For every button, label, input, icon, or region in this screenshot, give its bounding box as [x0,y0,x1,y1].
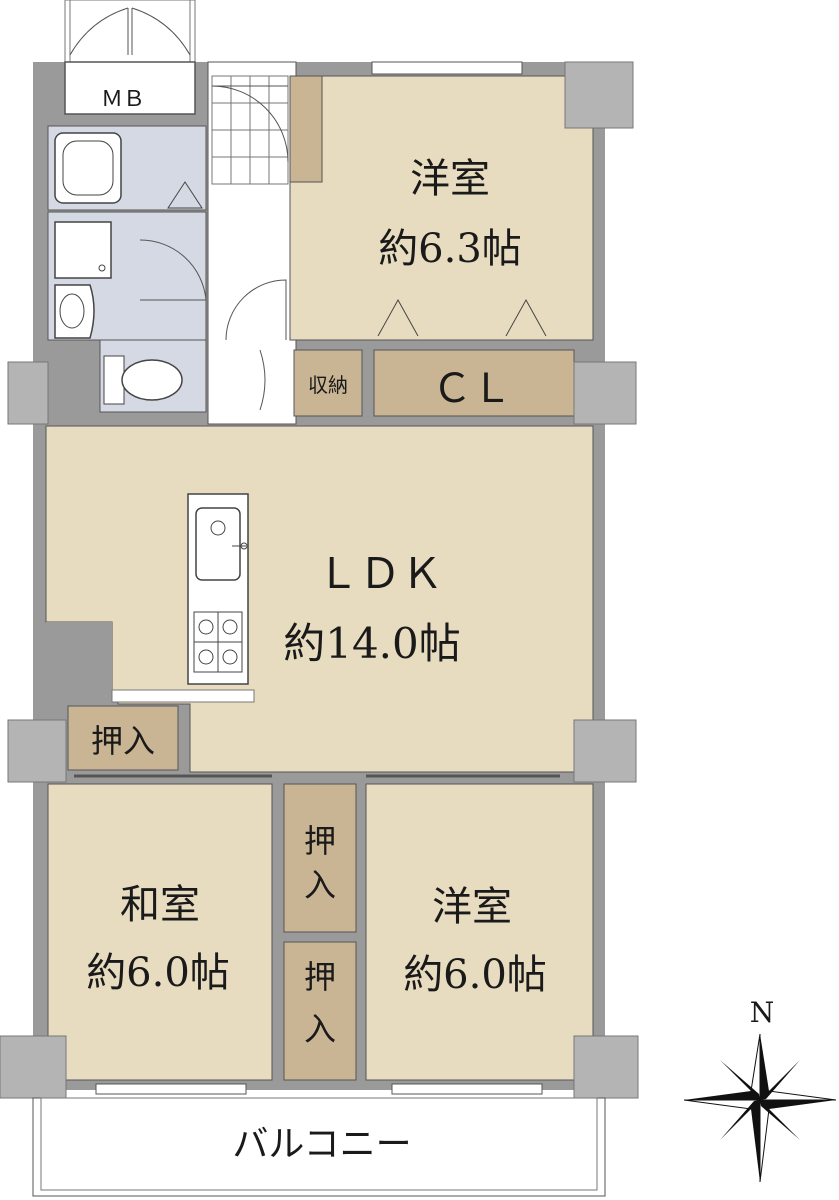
japanese-room [47,783,273,1081]
shoe-cabinet [289,75,323,183]
oshiire-mid-bottom-label-2: 入 [304,1010,336,1048]
washroom-vent-icon [167,181,203,209]
oshiire-mid-top-label-1: 押 [304,822,336,860]
japanese-room-size: 約6.0帖 [86,950,230,996]
pillar-e-mid [573,719,637,783]
pillar-ne [564,61,634,129]
western-room-north [289,75,594,341]
oshiire-ldk [67,705,179,771]
western-room-north-name: 洋室 [410,156,490,202]
window-south-1 [95,1083,247,1095]
storage-door-swing [259,349,266,411]
compass-rose-icon: N [683,996,837,1183]
ldk-wall-notch [46,622,112,702]
closet-vent-icon-2 [505,298,547,337]
oshiire-mid-bottom-label-1: 押 [304,958,336,996]
japanese-room-name: 和室 [120,882,200,928]
balcony [32,1097,606,1197]
pillar-w-upper [7,361,49,425]
oshiire-mid-top-label-2: 入 [304,866,336,904]
hall-door-swing [225,279,287,341]
ldk-size: 約14.0帖 [283,619,461,668]
meter-box [64,61,196,115]
western-room-south-size: 約6.0帖 [403,952,547,998]
entry-door-swing [211,85,289,163]
bathtub-icon [54,132,122,204]
closet [373,349,575,417]
western-room-south [365,783,594,1081]
balcony-label: バルコニー [232,1124,411,1165]
meter-box-label: ＭＢ [101,87,145,112]
western-room-north-size: 約6.3帖 [378,226,522,272]
sink-icon [54,284,95,339]
closet-label: ＣＬ [432,366,512,412]
entry-tile-grid [211,75,289,185]
bath-door-swing [139,239,207,301]
balcony-rail [40,1097,598,1191]
shower-pan-icon [54,221,112,279]
kitchen-sink-icon [195,507,248,581]
storage-small [293,349,363,417]
oshiire-mid-bottom [283,941,357,1081]
pillar-sw [0,1035,67,1099]
storage-small-label: 収納 [308,373,348,397]
entrance-area [64,0,196,63]
closet-vent-icon-1 [377,298,419,337]
kitchen-counter-divider [111,689,255,703]
pillar-w-mid [7,719,67,783]
compass-north-label: N [750,996,775,1029]
pillar-se [573,1035,639,1099]
toilet-icon [103,355,183,405]
oshiire-mid-top [283,783,357,933]
window-north [371,61,523,75]
ldk-name: ＬＤＫ [317,549,443,598]
pillar-e-upper [573,361,637,425]
window-south-2 [391,1083,543,1095]
stove-icon [193,611,243,673]
oshiire-ldk-label: 押入 [91,722,155,760]
western-room-south-name: 洋室 [432,884,512,930]
